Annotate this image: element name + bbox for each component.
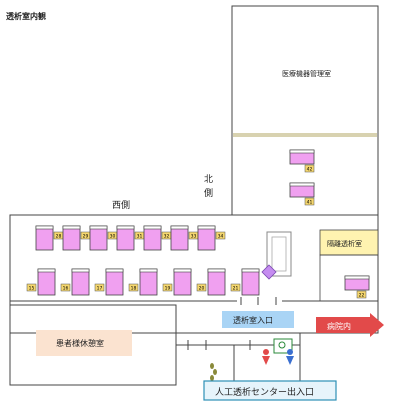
dialysis-entrance-label: 透析室入口 bbox=[233, 315, 273, 325]
bed-bottom-20: 20 bbox=[196, 268, 226, 296]
north-label: 北 bbox=[204, 174, 213, 185]
bed-right-41: 41 bbox=[289, 182, 315, 206]
center-entrance-label: 人工透析センター出入口 bbox=[215, 386, 314, 398]
bed-number: 15 bbox=[29, 286, 35, 292]
west-side-label: 西側 bbox=[112, 199, 130, 211]
bed-bottom-16: 16 bbox=[60, 268, 90, 296]
map-title: 透析室内観 bbox=[6, 11, 46, 21]
bed-number: 33 bbox=[191, 234, 197, 240]
wheelchair-icon bbox=[273, 338, 293, 354]
beds-layer: 28 29 30 31 32 33 34 15 16 17 18 19 20 21 42 41 22 bbox=[26, 149, 370, 299]
bed-top-34: 34 bbox=[197, 225, 226, 251]
bed-isolation-22: 22 bbox=[344, 275, 370, 299]
bed-number: 34 bbox=[218, 234, 224, 240]
restroom-female-icon bbox=[263, 349, 269, 355]
bed-number: 18 bbox=[131, 286, 137, 292]
center-entrance-sign bbox=[203, 380, 337, 401]
bed-bottom-21: 21 bbox=[230, 268, 260, 296]
bed-bottom-18: 18 bbox=[128, 268, 158, 296]
bed-number: 17 bbox=[97, 286, 103, 292]
bed-number: 28 bbox=[56, 234, 62, 240]
bed-top-32: 32 bbox=[143, 225, 172, 251]
north-side-label: 側 bbox=[204, 187, 213, 199]
hospital-interior-label: 病院内 bbox=[327, 321, 351, 331]
isolation-room-label: 隔離透析室 bbox=[327, 239, 362, 248]
bed-bottom-17: 17 bbox=[94, 268, 124, 296]
bed-top-29: 29 bbox=[62, 225, 91, 251]
bed-top-31: 31 bbox=[116, 225, 145, 251]
restroom-male-icon bbox=[287, 349, 293, 355]
station-marker-icon bbox=[261, 264, 277, 280]
nurse-station bbox=[266, 231, 292, 277]
bed-bottom-19: 19 bbox=[162, 268, 192, 296]
waiting-room-sign bbox=[36, 330, 132, 356]
bed-number: 21 bbox=[233, 286, 239, 292]
bed-top-30: 30 bbox=[89, 225, 118, 251]
bed-number: 32 bbox=[164, 234, 170, 240]
bed-number: 20 bbox=[199, 286, 205, 292]
bed-number: 42 bbox=[307, 167, 313, 173]
bed-number: 30 bbox=[110, 234, 116, 240]
footprints-icon bbox=[210, 363, 217, 381]
hospital-interior-arrow-icon bbox=[316, 313, 384, 337]
corridor-strip bbox=[233, 133, 377, 137]
bed-right-42: 42 bbox=[289, 149, 315, 173]
bed-number: 22 bbox=[359, 293, 365, 299]
bed-number: 29 bbox=[83, 234, 89, 240]
bed-top-28: 28 bbox=[35, 225, 64, 251]
bed-bottom-15: 15 bbox=[26, 268, 56, 296]
bed-number: 19 bbox=[165, 286, 171, 292]
waiting-room-label: 患者様休憩室 bbox=[56, 338, 104, 348]
dialysis-entrance-sign bbox=[222, 311, 294, 328]
equipment-room-label: 医療機器管理室 bbox=[282, 69, 331, 78]
nurse-station-inner bbox=[271, 236, 287, 272]
bed-number: 16 bbox=[63, 286, 69, 292]
bed-number: 31 bbox=[137, 234, 143, 240]
isolation-room-header bbox=[319, 229, 379, 256]
bed-top-33: 33 bbox=[170, 225, 199, 251]
bed-number: 41 bbox=[307, 200, 313, 206]
